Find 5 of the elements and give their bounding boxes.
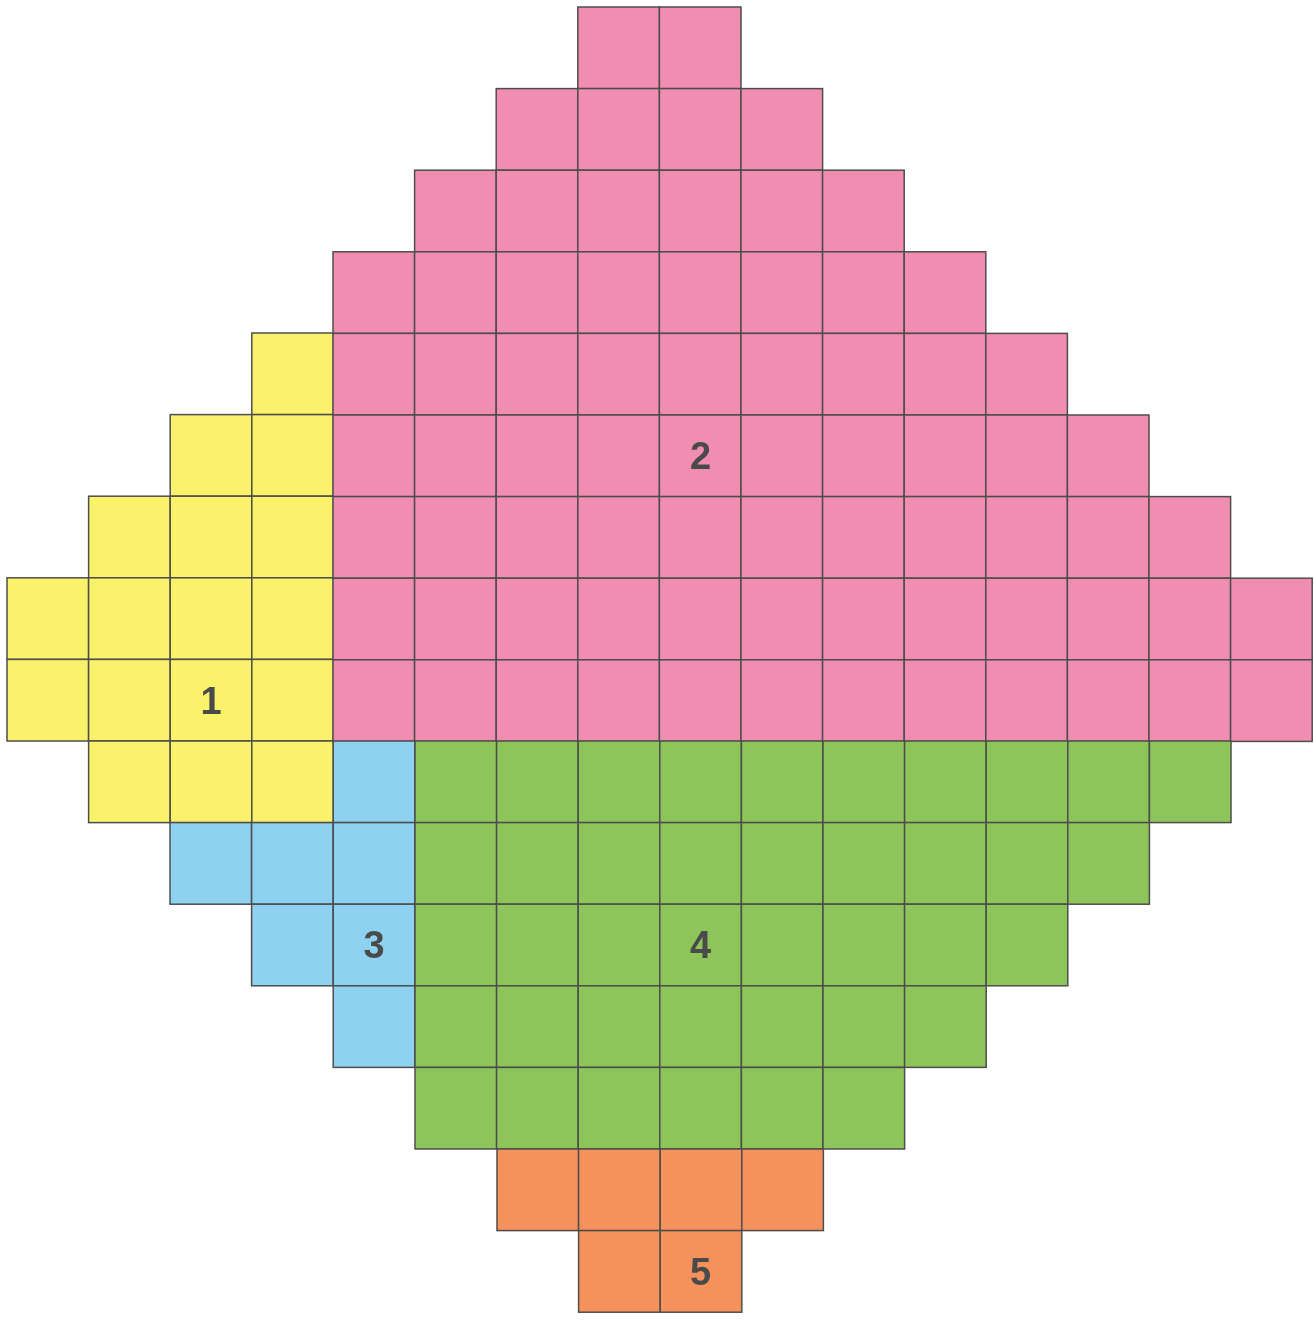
region-number: 1 bbox=[200, 681, 222, 720]
region-number: 4 bbox=[690, 926, 712, 965]
region-number: 5 bbox=[690, 1252, 712, 1291]
region-number: 2 bbox=[690, 436, 712, 475]
region-number: 3 bbox=[363, 926, 385, 965]
